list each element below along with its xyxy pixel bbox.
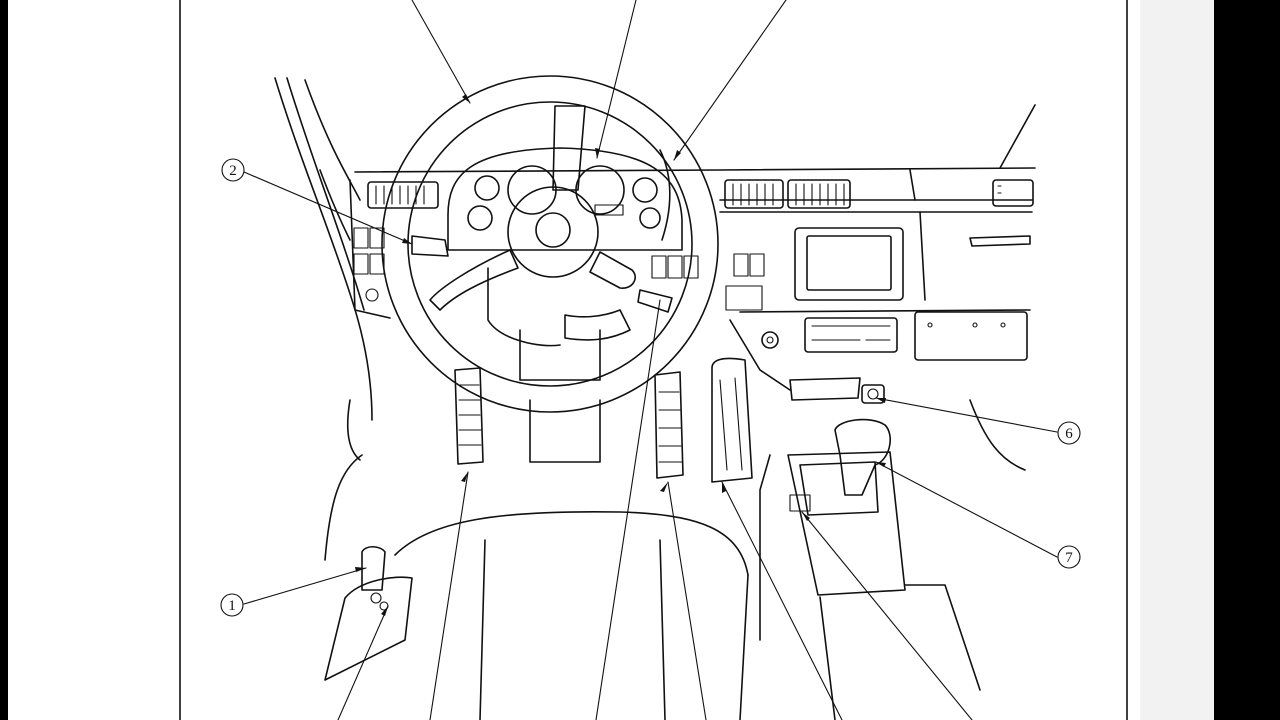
leader-lines — [243, 0, 1058, 720]
instrument-cluster — [447, 147, 683, 251]
callout-1-label: 1 — [228, 598, 236, 614]
callout-2-label: 2 — [229, 163, 237, 179]
callout-7-label: 7 — [1065, 550, 1073, 566]
parking-brake-lever — [324, 545, 413, 681]
callout-6-label: 6 — [1065, 426, 1073, 442]
steering-wheel — [381, 75, 719, 463]
pedals — [454, 357, 753, 483]
callout-2: 2 — [221, 158, 245, 182]
left-door-frame — [274, 77, 373, 561]
dashboard — [349, 104, 1036, 391]
center-console — [759, 377, 1026, 720]
callout-1: 1 — [220, 593, 244, 617]
diagram-frame — [179, 0, 1128, 720]
leader-arrowheads — [355, 94, 886, 616]
callout-6: 6 — [1057, 421, 1081, 445]
callout-7: 7 — [1057, 545, 1081, 569]
driver-seat — [394, 510, 749, 720]
